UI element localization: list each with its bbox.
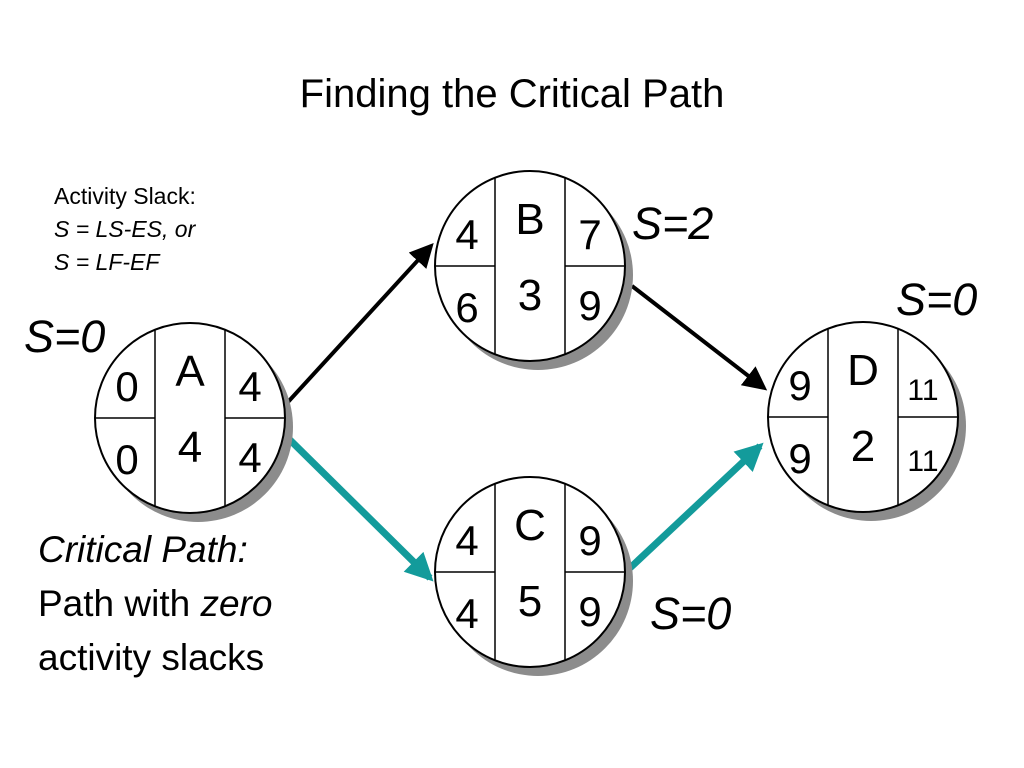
activity-node-d: D 29 9 11 11 <box>767 321 966 521</box>
critical-path-prefix: Path with <box>38 583 201 624</box>
node-early-finish: 11 <box>907 374 938 407</box>
critical-path-emph: zero <box>200 583 273 624</box>
node-early-start: 9 <box>788 362 811 409</box>
diagram-title: Finding the Critical Path <box>299 72 725 116</box>
critical-path-line2: Path with zero <box>38 577 272 631</box>
edge-c-d-critical <box>627 442 764 571</box>
edge-b-d <box>630 284 768 391</box>
node-duration: 2 <box>851 422 875 471</box>
node-circle <box>767 321 959 513</box>
node-circle <box>94 322 286 514</box>
node-early-start: 0 <box>115 363 138 410</box>
node-late-start: 6 <box>455 284 478 331</box>
node-name: D <box>847 346 879 395</box>
activity-node-b: B 34 6 7 9 <box>434 170 633 370</box>
node-name: A <box>175 347 205 396</box>
slack-label-b: S=2 <box>632 198 714 249</box>
node-early-start: 4 <box>455 517 478 564</box>
node-name: B <box>515 195 544 244</box>
node-late-start: 0 <box>115 436 138 483</box>
node-duration: 5 <box>518 577 542 626</box>
node-name: C <box>514 501 546 550</box>
node-circle <box>434 170 626 362</box>
node-duration: 3 <box>518 271 542 320</box>
slack-formula-lf-ef: S = LF-EF <box>54 249 160 275</box>
slack-label-c: S=0 <box>650 588 732 639</box>
node-late-finish: 9 <box>578 588 601 635</box>
slack-label-d: S=0 <box>896 274 978 325</box>
node-early-finish: 4 <box>238 363 261 410</box>
slack-definition: Activity Slack: S = LS-ES, or S = LF-EF <box>54 180 196 279</box>
critical-path-note: Critical Path: Path with zero activity s… <box>38 523 272 685</box>
node-late-start: 4 <box>455 590 478 637</box>
slack-heading: Activity Slack: <box>54 183 196 209</box>
critical-path-label: Critical Path: <box>38 529 248 570</box>
slack-label-a: S=0 <box>24 311 106 362</box>
critical-path-line3: activity slacks <box>38 637 265 678</box>
node-late-finish: 4 <box>238 434 261 481</box>
node-duration: 4 <box>178 423 202 472</box>
node-early-start: 4 <box>455 211 478 258</box>
node-early-finish: 9 <box>578 517 601 564</box>
node-early-finish: 7 <box>578 211 601 258</box>
node-circle <box>434 476 626 668</box>
edge-a-b <box>286 243 434 404</box>
node-late-finish: 11 <box>907 445 938 478</box>
edge-a-c-critical <box>285 435 434 582</box>
node-late-finish: 9 <box>578 282 601 329</box>
activity-node-c: C 54 4 9 9 <box>434 476 633 676</box>
node-late-start: 9 <box>788 435 811 482</box>
slack-formula-ls-es: S = LS-ES, or <box>54 216 196 242</box>
